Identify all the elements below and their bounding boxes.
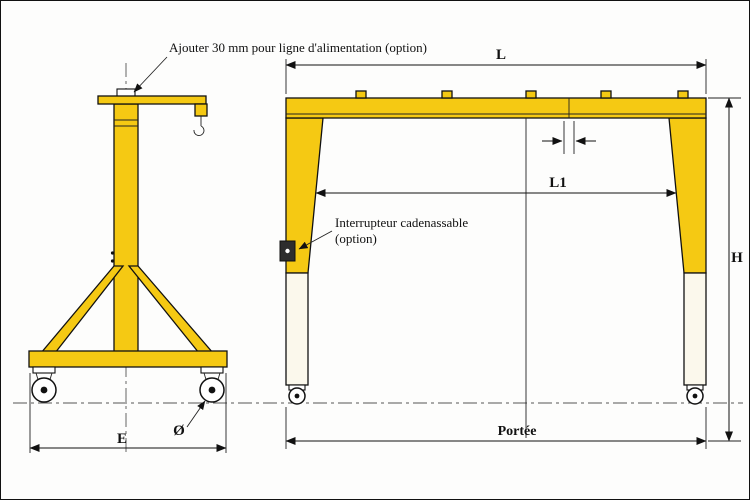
left-leg-lower <box>285 272 309 386</box>
dim-L1-label: L1 <box>549 175 567 191</box>
switch-note-leader <box>298 230 333 250</box>
beam-tab <box>525 90 537 99</box>
right-leg-upper <box>668 117 707 274</box>
caster-mount <box>32 366 56 374</box>
annotations: Ajouter 30 mm pour ligne d'alimentation … <box>133 40 468 250</box>
caster-left <box>31 366 57 403</box>
caster-axle <box>294 393 300 399</box>
mast-column <box>113 103 139 355</box>
power-line-note: Ajouter 30 mm pour ligne d'alimentation … <box>169 40 427 55</box>
switch-note-line1: Interrupteur cadenassable <box>335 215 468 230</box>
dim-diameter-label: Ø <box>173 423 185 439</box>
beam-tab <box>600 90 612 99</box>
power-line-note-leader <box>133 56 168 93</box>
dim-E-label: E <box>117 431 127 447</box>
right-leg-lower <box>683 272 707 386</box>
caster-axle <box>40 386 48 394</box>
front-view: L L1 H Portée <box>279 47 743 449</box>
dim-diameter-leader <box>186 400 206 428</box>
beam-tab <box>441 90 453 99</box>
hoist-trolley <box>194 103 208 117</box>
joint-gap-dimension <box>542 121 596 154</box>
dim-L-label: L <box>496 47 506 63</box>
front-caster-left <box>288 384 306 405</box>
mast-bolt <box>110 251 115 255</box>
caster-axle <box>692 393 698 399</box>
hook-icon <box>193 125 205 136</box>
beam-tab <box>355 90 367 99</box>
dim-span-label: Portée <box>498 424 537 439</box>
caster-axle <box>208 386 216 394</box>
switch-note-line2: (option) <box>335 231 377 246</box>
a-frame-brace-right <box>127 265 215 354</box>
caster-right <box>199 366 225 403</box>
switch-indicator-dot <box>285 248 290 254</box>
front-caster-right <box>686 384 704 405</box>
caster-mount <box>200 366 224 374</box>
beam-tab <box>677 90 689 99</box>
gantry-beam <box>285 97 707 119</box>
base-beam <box>28 350 228 368</box>
mast-bolt <box>110 259 115 263</box>
a-frame-brace-left <box>39 265 125 354</box>
top-plate <box>97 95 207 105</box>
side-view: E Ø <box>28 63 228 456</box>
dim-H-label: H <box>731 250 743 266</box>
